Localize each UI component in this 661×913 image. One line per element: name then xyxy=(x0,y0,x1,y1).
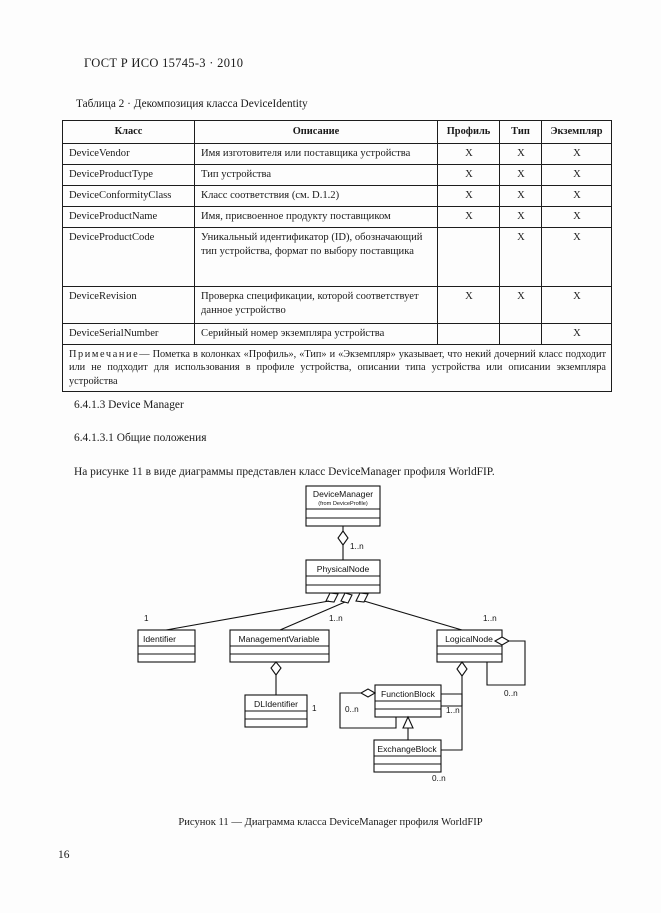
document-standard-header: ГОСТ Р ИСО 15745-3 · 2010 xyxy=(84,56,244,70)
cell-type: X xyxy=(499,142,542,165)
class-box-function-block: FunctionBlock xyxy=(374,684,442,718)
multiplicity-pn-logicalnode: 1..n xyxy=(483,614,497,623)
column-header-profile: Профиль xyxy=(437,120,500,144)
assoc-device-manager-physical-node: 1..n xyxy=(337,526,364,560)
section-heading-device-manager: 6.4.1.3 Device Manager xyxy=(74,399,184,411)
note-lead-label: Примечание xyxy=(69,348,140,360)
cell-instance: X xyxy=(541,226,612,287)
column-header-class: Класс xyxy=(62,120,195,144)
cell-profile xyxy=(437,226,500,287)
cell-profile xyxy=(437,322,500,345)
multiplicity-functionblock-self: 0..n xyxy=(345,705,359,714)
cell-class: DeviceVendor xyxy=(62,142,195,165)
multiplicity-pn-mgmtvar: 1..n xyxy=(329,614,343,623)
table-row: DeviceConformityClass Класс соответствия… xyxy=(62,184,612,207)
table-row: DeviceRevision Проверка спецификации, ко… xyxy=(62,285,612,324)
assoc-function-block-exchange-block-right: 1..n xyxy=(441,693,463,751)
cell-description: Тип устройства xyxy=(194,163,438,186)
cell-description: Имя изготовителя или поставщика устройст… xyxy=(194,142,438,165)
cell-type xyxy=(499,322,542,345)
cell-class: DeviceProductName xyxy=(62,205,195,228)
cell-profile: X xyxy=(437,205,500,228)
class-name-exchange-block: ExchangeBlock xyxy=(377,744,437,754)
uml-class-diagram: .bx { fill:#ffffff; stroke:#111111; stro… xyxy=(0,478,661,813)
multiplicity-dm-pn: 1..n xyxy=(350,542,364,551)
cell-description: Уникальный идентификатор (ID), обозначаю… xyxy=(194,226,438,287)
cell-instance: X xyxy=(541,142,612,165)
class-name-dl-identifier: DLIdentifier xyxy=(254,699,298,709)
note-body: Пометка в колонках «Профиль», «Тип» и «Э… xyxy=(69,348,606,387)
cell-profile: X xyxy=(437,184,500,207)
cell-instance: X xyxy=(541,163,612,186)
note-dash: — xyxy=(139,348,150,360)
cell-instance: X xyxy=(541,184,612,207)
class-box-identifier: Identifier xyxy=(137,629,196,663)
cell-class: DeviceRevision xyxy=(62,285,195,324)
multiplicity-pn-identifier: 1 xyxy=(144,614,149,623)
cell-class: DeviceProductType xyxy=(62,163,195,186)
cell-class: DeviceSerialNumber xyxy=(62,322,195,345)
table-row: DeviceVendor Имя изготовителя или постав… xyxy=(62,142,612,165)
table-row: DeviceProductType Тип устройства X X X xyxy=(62,163,612,186)
cell-instance: X xyxy=(541,285,612,324)
table-row: DeviceProductCode Уникальный идентификат… xyxy=(62,226,612,287)
table-row: DeviceSerialNumber Серийный номер экземп… xyxy=(62,322,612,345)
table-note: Примечание— Пометка в колонках «Профиль»… xyxy=(62,343,612,393)
generalization-exchange-block-function-block xyxy=(402,715,414,740)
assoc-logical-node-self: 0..n xyxy=(486,636,526,698)
class-name-identifier: Identifier xyxy=(143,634,176,644)
cell-description: Имя, присвоенное продукту поставщиком xyxy=(194,205,438,228)
cell-type: X xyxy=(499,184,542,207)
cell-instance: X xyxy=(541,205,612,228)
section-heading-general: 6.4.1.3.1 Общие положения xyxy=(74,432,207,444)
class-box-logical-node: LogicalNode xyxy=(436,629,503,663)
assoc-management-variable-dl-identifier xyxy=(270,661,282,695)
table-note-row: Примечание— Пометка в колонках «Профиль»… xyxy=(62,343,612,393)
cell-type: X xyxy=(499,163,542,186)
cell-type: X xyxy=(499,205,542,228)
class-name-logical-node: LogicalNode xyxy=(445,634,493,644)
table-caption: Таблица 2 · Декомпозиция класса DeviceId… xyxy=(76,98,308,110)
column-header-type: Тип xyxy=(499,120,542,144)
assoc-function-block-self: 0..n xyxy=(339,688,397,729)
column-header-instance: Экземпляр xyxy=(541,120,612,144)
cell-description: Класс соответствия (см. D.1.2) xyxy=(194,184,438,207)
cell-class: DeviceProductCode xyxy=(62,226,195,287)
column-header-description: Описание xyxy=(194,120,438,144)
multiplicity-dlidentifier: 1 xyxy=(312,704,317,713)
table-header-row: Класс Описание Профиль Тип Экземпляр xyxy=(62,120,612,144)
class-name-device-manager: DeviceManager xyxy=(313,489,373,499)
figure-caption: Рисунок 11 — Диаграмма класса DeviceMana… xyxy=(178,817,483,828)
assoc-physical-node-logical-node: 1..n xyxy=(355,592,497,631)
table-row: DeviceProductName Имя, присвоенное проду… xyxy=(62,205,612,228)
cell-description: Серийный номер экземпляра устройства xyxy=(194,322,438,345)
cell-profile: X xyxy=(437,163,500,186)
decomposition-table-wrapper: Класс Описание Профиль Тип Экземпляр Dev… xyxy=(62,120,612,393)
class-name-physical-node: PhysicalNode xyxy=(317,564,370,574)
multiplicity-logicalnode-self: 0..n xyxy=(504,689,518,698)
cell-profile: X xyxy=(437,142,500,165)
cell-instance: X xyxy=(541,322,612,345)
cell-profile: X xyxy=(437,285,500,324)
class-box-exchange-block: ExchangeBlock 0..n xyxy=(373,739,446,783)
assoc-physical-node-identifier: 1 xyxy=(144,592,339,631)
class-name-function-block: FunctionBlock xyxy=(381,689,436,699)
class-box-management-variable: ManagementVariable xyxy=(229,629,330,663)
cell-description: Проверка спецификации, которой соответст… xyxy=(194,285,438,324)
assoc-logical-node-function-block xyxy=(441,661,468,707)
multiplicity-exchangeblock-bottom: 0..n xyxy=(432,774,446,783)
class-box-dl-identifier: DLIdentifier 1 xyxy=(244,694,317,728)
cell-type: X xyxy=(499,226,542,287)
class-box-device-manager: DeviceManager (from DeviceProfile) xyxy=(305,485,381,527)
intro-paragraph: На рисунке 11 в виде диаграммы представл… xyxy=(74,466,495,478)
cell-type: X xyxy=(499,285,542,324)
assoc-physical-node-management-variable: 1..n xyxy=(279,592,353,631)
cell-class: DeviceConformityClass xyxy=(62,184,195,207)
class-stereotype-device-manager: (from DeviceProfile) xyxy=(318,501,368,507)
decomposition-table: Класс Описание Профиль Тип Экземпляр Dev… xyxy=(62,120,612,393)
page-number: 16 xyxy=(58,849,70,861)
multiplicity-functionblock-right: 1..n xyxy=(446,706,460,715)
class-box-physical-node: PhysicalNode xyxy=(305,559,381,594)
class-name-management-variable: ManagementVariable xyxy=(238,634,319,644)
